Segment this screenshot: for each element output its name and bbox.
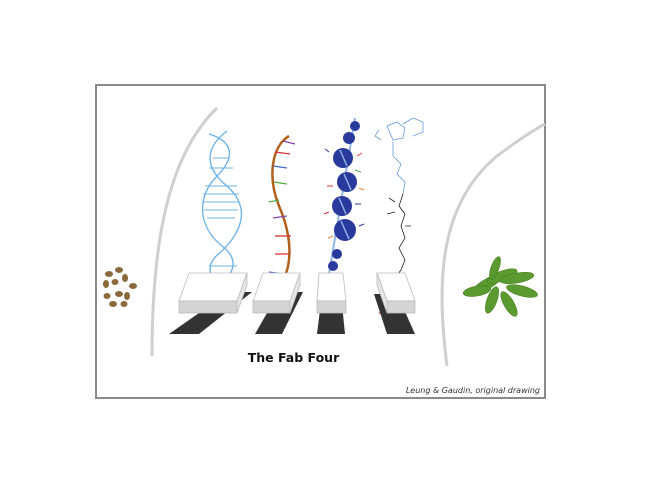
figure-frame: The Fab Four Leung & Gaudin, original dr… xyxy=(95,84,546,399)
figure-title: The Fab Four xyxy=(247,350,340,365)
seeds-icon xyxy=(103,267,137,307)
figure-credit: Leung & Gaudin, original drawing xyxy=(405,386,540,395)
bench-4-icon xyxy=(374,272,416,334)
bench-3-icon xyxy=(316,272,347,334)
protein-chain-icon xyxy=(318,117,365,299)
rna-strand-icon xyxy=(268,134,296,298)
left-road-curve xyxy=(150,106,219,357)
dna-helix-icon xyxy=(201,130,243,297)
bench-2-icon xyxy=(252,272,303,334)
plant-rosette-icon xyxy=(462,256,538,317)
fab-four-illustration xyxy=(103,106,546,367)
bench-1-icon xyxy=(169,272,252,334)
right-road-curve xyxy=(440,122,546,367)
